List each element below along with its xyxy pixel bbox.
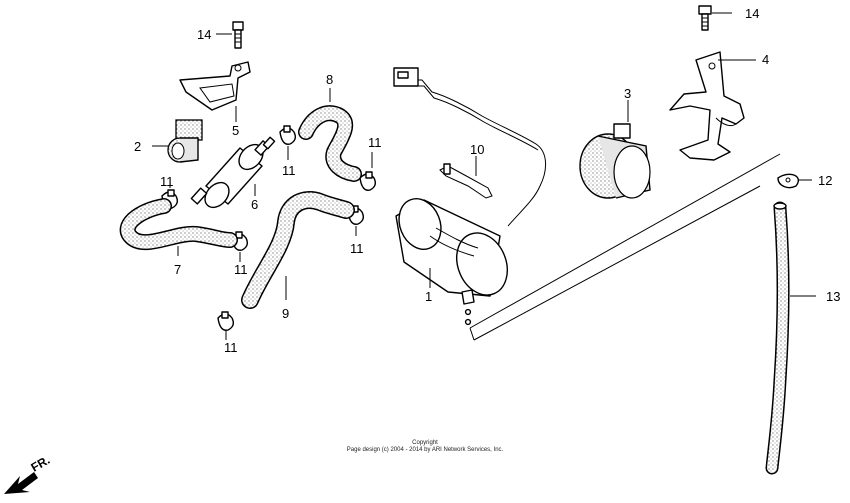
hose-13 (765, 201, 790, 475)
callout-14-right: 14 (745, 6, 759, 21)
callout-11-b: 11 (282, 163, 296, 178)
callout-8: 8 (326, 72, 333, 87)
bolt-14-left (232, 21, 244, 49)
callout-2: 2 (134, 139, 141, 154)
callout-11-c: 11 (368, 135, 382, 150)
hose-8 (298, 105, 362, 182)
fuel-pump-1 (393, 67, 546, 326)
clamp-11-b (279, 125, 297, 145)
callout-12: 12 (818, 173, 832, 188)
hose-9 (241, 191, 355, 309)
copyright-notice: Page design (c) 2004 - 2014 by ARI Netwo… (346, 447, 504, 453)
wire-clip-10 (439, 163, 493, 199)
clamp-11-f (217, 311, 235, 331)
copyright-title: Copyright (412, 440, 438, 446)
bracket-4 (669, 51, 745, 161)
fuel-filter-6 (190, 136, 276, 209)
bracket-5 (179, 61, 251, 111)
bolt-14-right (698, 5, 712, 31)
clamp-11-c (359, 171, 377, 191)
rubber-mount-3 (579, 123, 651, 199)
callout-11-a: 11 (160, 174, 174, 189)
assembly-lines (469, 153, 781, 341)
clip-12 (777, 173, 799, 189)
callout-3: 3 (624, 86, 631, 101)
callout-7: 7 (174, 262, 181, 277)
hose-7 (119, 198, 238, 251)
callout-1: 1 (425, 289, 432, 304)
callout-11-e: 11 (350, 241, 364, 256)
callout-11-d: 11 (234, 262, 248, 277)
callout-10: 10 (470, 142, 484, 157)
callout-6: 6 (251, 197, 258, 212)
callout-11-f: 11 (224, 340, 238, 355)
callout-13: 13 (826, 289, 840, 304)
front-label: FR. (29, 453, 53, 475)
callout-5: 5 (232, 123, 239, 138)
callout-9: 9 (282, 306, 289, 321)
callout-4: 4 (762, 52, 769, 67)
rubber-mount-2 (167, 119, 203, 163)
callout-14-left: 14 (197, 27, 211, 42)
front-direction-arrow-icon: FR. (4, 453, 52, 494)
